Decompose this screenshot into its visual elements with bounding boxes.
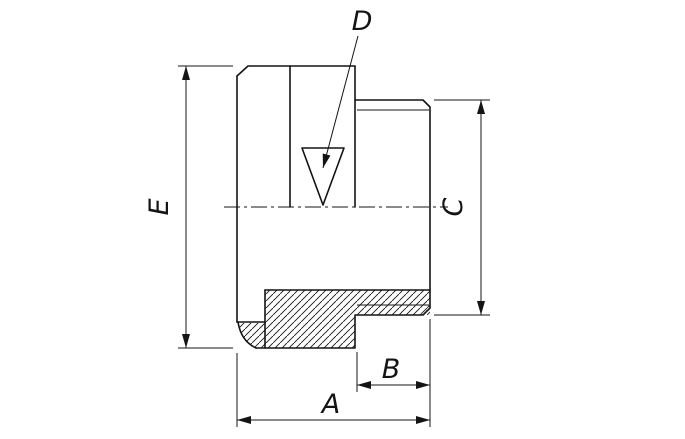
body-top-edge (236, 65, 356, 77)
part-outline (236, 65, 431, 349)
dimension-a (236, 319, 431, 427)
dimension-label-d: D (352, 6, 373, 37)
dimension-label-b: B (382, 354, 401, 385)
dimension-label-a: A (320, 389, 340, 420)
thread-vee-mark (301, 147, 345, 206)
dimension-b (356, 352, 430, 392)
section-hatch-main (265, 290, 430, 348)
dimension-label-c: C (438, 197, 469, 216)
hex-chamfer-arc (237, 321, 257, 349)
thread-lines (357, 109, 429, 306)
dimension-e (178, 65, 233, 349)
leader-line-d (322, 35, 359, 169)
section-hatch-collar (238, 323, 265, 348)
spigot-outline (255, 99, 431, 349)
section-hatching (238, 290, 430, 348)
dimension-c (434, 99, 490, 316)
dimension-label-e: E (144, 198, 175, 215)
